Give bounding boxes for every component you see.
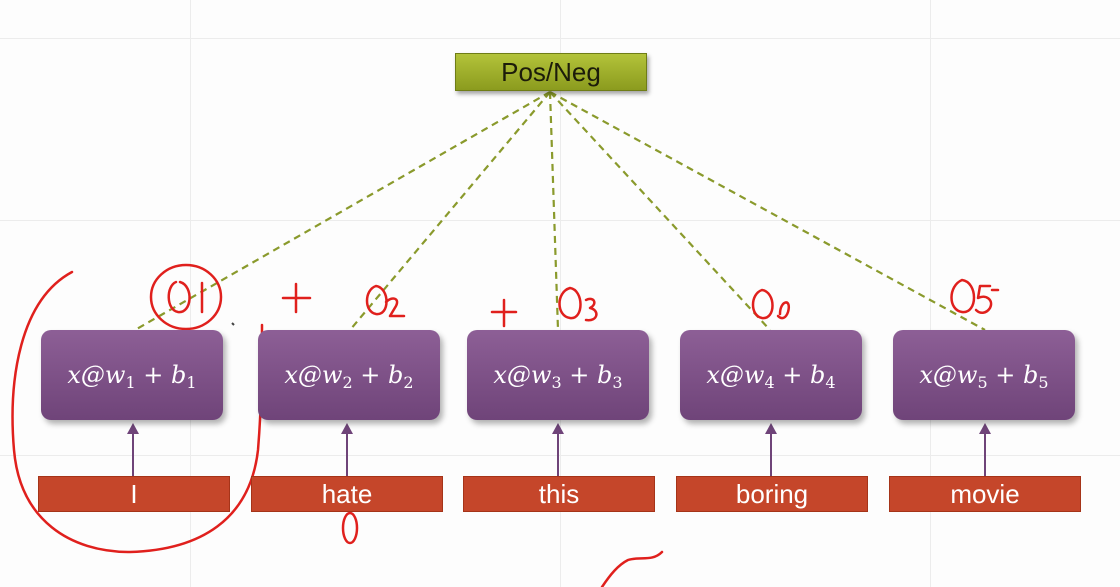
cell-bias: + b <box>143 361 187 389</box>
output-node-pos-neg: Pos/Neg <box>455 53 647 91</box>
cell-bias-index: 4 <box>825 372 836 392</box>
grid-line <box>560 0 561 587</box>
ink-circle <box>149 263 223 331</box>
word-token-1: I <box>38 476 230 512</box>
cell-text: x@w <box>67 361 126 389</box>
arrow-3 <box>552 423 564 476</box>
cell-text: x@w <box>919 361 978 389</box>
cell-bias-index: 1 <box>186 372 197 392</box>
arrow-5 <box>979 423 991 476</box>
grid-line <box>930 0 931 587</box>
link-line-5 <box>549 91 986 331</box>
link-line-1 <box>134 91 551 331</box>
link-line-4 <box>549 91 771 331</box>
cell-text: x@w <box>493 361 552 389</box>
handwritten-annotations <box>11 263 1000 587</box>
grid-line <box>190 0 191 587</box>
cell-text: x@w <box>284 361 343 389</box>
cell-index: 5 <box>977 372 988 392</box>
output-node-label: Pos/Neg <box>501 56 601 87</box>
link-line-2 <box>349 91 551 331</box>
ink-bracket <box>11 270 264 554</box>
word-label: movie <box>950 478 1020 509</box>
ink-dot <box>231 322 235 326</box>
cell-index: 4 <box>764 372 775 392</box>
word-token-5: movie <box>889 476 1081 512</box>
cell-bias-index: 3 <box>612 372 623 392</box>
cell-index: 1 <box>125 372 136 392</box>
word-token-4: boring <box>676 476 868 512</box>
cell-bias: + b <box>782 361 826 389</box>
arrow-2 <box>341 423 353 476</box>
word-token-3: this <box>463 476 655 512</box>
word-label: this <box>538 478 580 509</box>
arrow-1 <box>127 423 139 476</box>
word-label: boring <box>735 478 809 509</box>
word-token-2: hate <box>251 476 443 512</box>
cell-index: 3 <box>551 372 562 392</box>
arrow-4 <box>765 423 777 476</box>
cell-bias: + b <box>995 361 1039 389</box>
cell-text: x@w <box>706 361 765 389</box>
word-label: I <box>130 478 138 509</box>
word-label: hate <box>321 478 373 509</box>
cell-bias: + b <box>569 361 613 389</box>
cell-bias-index: 2 <box>403 372 414 392</box>
cell-bias-index: 5 <box>1038 372 1049 392</box>
cell-bias: + b <box>360 361 404 389</box>
link-line-3 <box>548 91 560 331</box>
cell-index: 2 <box>342 372 353 392</box>
